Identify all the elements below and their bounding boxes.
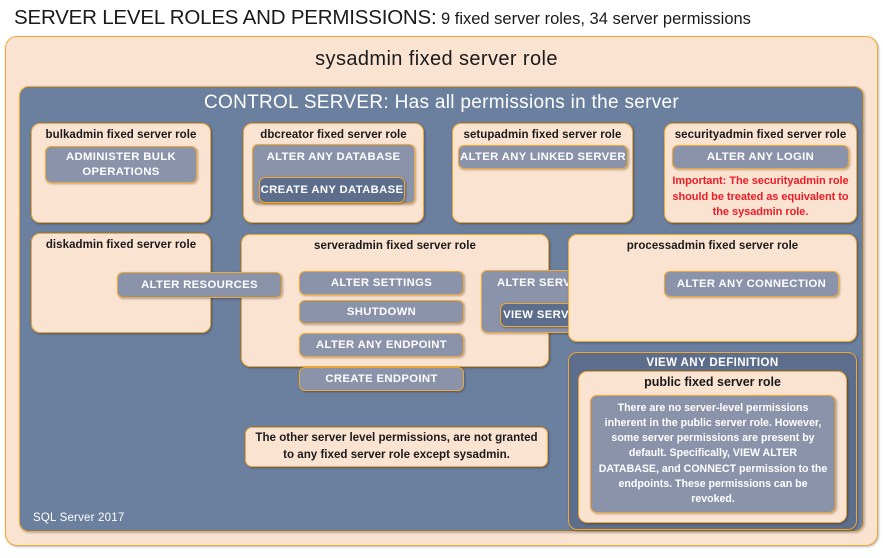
permission-create-endpoint[interactable]: CREATE ENDPOINT: [299, 367, 464, 391]
role-title-securityadmin: securityadmin fixed server role: [674, 129, 847, 141]
permission-create-any-database[interactable]: CREATE ANY DATABASE: [259, 177, 405, 203]
securityadmin-warning-text: Important: The securityadmin role should…: [672, 175, 849, 219]
page-title: SERVER LEVEL ROLES AND PERMISSIONS: 9 fi…: [14, 6, 874, 34]
note-other-server-permissions: The other server level permissions, are …: [245, 427, 548, 467]
permission-alter-any-linked-server[interactable]: ALTER ANY LINKED SERVER: [458, 145, 628, 169]
role-title-dbcreator: dbcreator fixed server role: [260, 129, 407, 141]
page-title-main: SERVER LEVEL ROLES AND PERMISSIONS:: [14, 6, 437, 29]
role-title-public: public fixed server role: [644, 375, 781, 389]
footer-version: SQL Server 2017: [33, 512, 125, 524]
sysadmin-role-title: sysadmin fixed server role: [315, 48, 558, 70]
control-server-title: CONTROL SERVER: Has all permissions in t…: [203, 92, 680, 113]
permission-alter-any-endpoint[interactable]: ALTER ANY ENDPOINT: [299, 333, 464, 357]
permission-alter-settings[interactable]: ALTER SETTINGS: [299, 271, 464, 295]
role-title-bulkadmin: bulkadmin fixed server role: [45, 129, 197, 141]
permission-alter-any-login[interactable]: ALTER ANY LOGIN: [672, 145, 849, 169]
permission-view-any-definition[interactable]: VIEW ANY DEFINITION: [646, 357, 779, 369]
role-title-diskadmin: diskadmin fixed server role: [45, 239, 197, 251]
permission-alter-any-connection[interactable]: ALTER ANY CONNECTION: [664, 271, 839, 297]
role-box-securityadmin: securityadmin fixed server role: [664, 123, 857, 223]
role-box-setupadmin: setupadmin fixed server role: [452, 123, 633, 223]
role-title-setupadmin: setupadmin fixed server role: [463, 129, 622, 141]
permission-shutdown[interactable]: SHUTDOWN: [299, 300, 464, 324]
page-title-sub: 9 fixed server roles, 34 server permissi…: [440, 10, 751, 28]
permission-administer-bulk-operations[interactable]: ADMINISTER BULK OPERATIONS: [45, 146, 197, 183]
public-role-description: There are no server-level permissions in…: [590, 395, 836, 513]
role-title-serveradmin: serveradmin fixed server role: [314, 240, 476, 252]
permission-alter-resources[interactable]: ALTER RESOURCES: [117, 272, 282, 298]
role-title-processadmin: processadmin fixed server role: [626, 240, 799, 252]
